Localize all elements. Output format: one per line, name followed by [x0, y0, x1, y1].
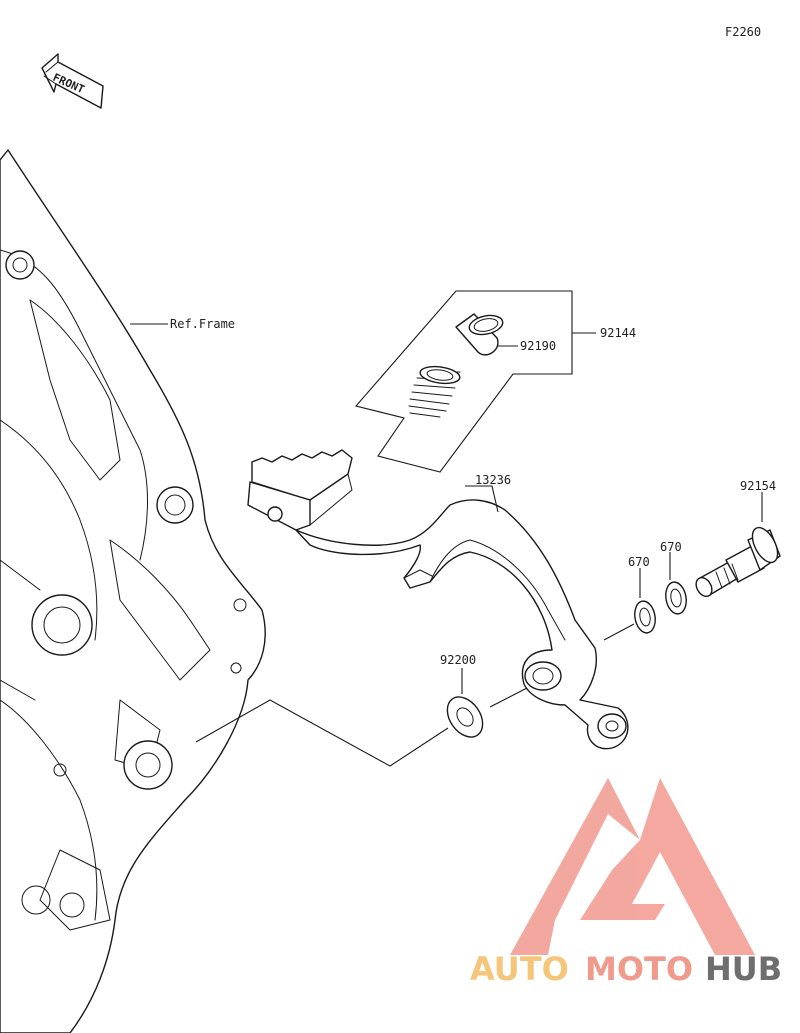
- assembly-bracket: [354, 290, 573, 473]
- sleeve-part: [455, 313, 504, 356]
- figure-code: F2260: [725, 25, 761, 39]
- watermark-brand-auto: AUTO: [470, 950, 569, 988]
- part-label-92144: 92144: [600, 326, 636, 340]
- frame-drawing: [0, 149, 266, 1033]
- part-label-92200: 92200: [440, 653, 476, 667]
- brake-pedal-part: [247, 449, 629, 750]
- front-arrow-icon: FRONT: [41, 53, 104, 109]
- part-label-92190: 92190: [520, 339, 556, 353]
- part-label-92154: 92154: [740, 479, 776, 493]
- washer-92200: [446, 696, 484, 738]
- spring-part: [408, 365, 461, 418]
- automotohub-logo: [510, 778, 755, 955]
- part-label-13236: 13236: [475, 473, 511, 487]
- washer-670-a: [634, 600, 656, 634]
- washer-670-b: [665, 581, 687, 615]
- part-label-670-a: 670: [628, 555, 650, 569]
- pivot-bolt-part: [695, 526, 781, 598]
- frame-label: Ref.Frame: [170, 317, 235, 331]
- watermark-brand-hub: HUB: [705, 950, 782, 988]
- watermark-brand-moto: MOTO: [585, 950, 693, 988]
- part-label-670-b: 670: [660, 540, 682, 554]
